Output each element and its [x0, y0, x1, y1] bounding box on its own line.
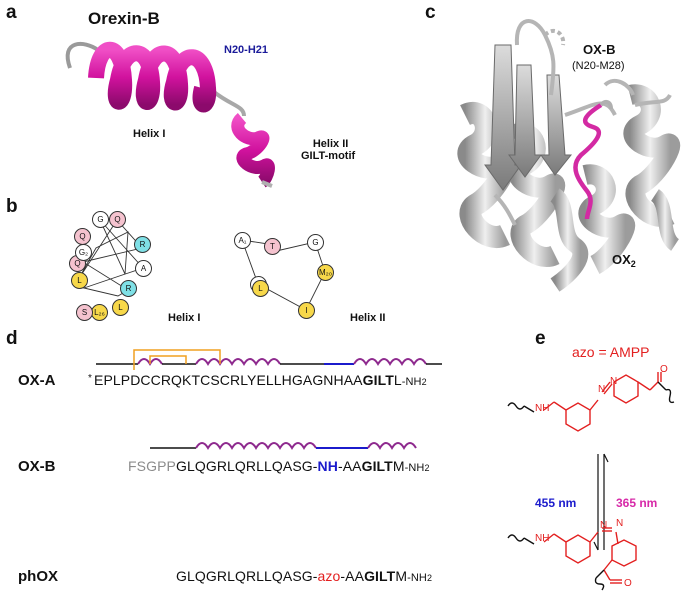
panel-letter-e: e [535, 328, 546, 349]
ox-b-residue-range: (N20-M28) [572, 60, 625, 72]
photoswitch-arrows [593, 453, 609, 551]
wheel2-residue: A₁ [234, 232, 251, 249]
oxa-name: OX-A [18, 372, 56, 389]
ox-b-structure-label: OX-B [583, 42, 616, 57]
trans-nh-label: NH [535, 403, 550, 414]
panel-letter-c: c [425, 2, 436, 23]
wavelength-455: 455 nm [535, 496, 577, 510]
ox2-label: OX2 [612, 252, 636, 269]
orexin-b-title: Orexin-B [88, 9, 160, 28]
panel-letter-d: d [6, 328, 18, 349]
cis-n-label-2: N [616, 518, 624, 529]
oxa-secondary-structure [96, 349, 442, 370]
oxb-sequence: FSGPPGLQGRLQRLLQASG-NH-AAGILTM-NH2 [128, 458, 430, 474]
wavelength-365: 365 nm [616, 496, 658, 510]
wheel2-residue: I [298, 302, 315, 319]
trans-carbonyl-o: O [660, 364, 668, 375]
oxb-name: OX-B [18, 458, 56, 475]
panel-letter-b: b [6, 196, 18, 217]
wheel1-residue: A [135, 260, 152, 277]
oxa-sequence: *EPLPDCCRQKTCSCRLYELLHGAGNHAAGILTL-NH2 [88, 372, 427, 388]
wheel2-label: Helix II [350, 312, 386, 324]
wheel2-residue: L [252, 280, 269, 297]
panel-letter-a: a [6, 2, 17, 23]
wheel1-residue: G [92, 211, 109, 228]
oxb-secondary-structure [150, 442, 417, 450]
cis-n-label-1: N [600, 520, 608, 531]
wheel1-residue: R [134, 236, 151, 253]
azo-ampp-title: azo = AMPP [572, 344, 650, 360]
cis-carbonyl-o: O [624, 578, 632, 589]
phox-sequence: GLQGRLQRLLQASG-azo-AAGILTM-NH2 [176, 568, 433, 584]
trans-n-label-2: N [610, 376, 618, 387]
wheel1-residue: Q [109, 211, 126, 228]
wheel1-residue: R [120, 280, 137, 297]
wheel1-residue: L [112, 299, 129, 316]
cis-ampp-structure [507, 527, 637, 591]
wheel1-residue: S [76, 304, 93, 321]
wheel1-residue: L [71, 272, 88, 289]
cis-nh-label: NH [535, 533, 550, 544]
wheel2-residue: M₂₀ [317, 264, 334, 281]
wheel1-residue: Q [74, 228, 91, 245]
wheel2-residue: T [264, 238, 281, 255]
phox-name: phOX [18, 568, 58, 585]
wheel2-residue: G [307, 234, 324, 251]
helical-wheels [77, 219, 326, 311]
wheel1-residue: L₂₆ [91, 304, 108, 321]
residue-label-n20-h21: N20-H21 [224, 44, 269, 56]
ox2-receptor-structure [455, 5, 685, 295]
helix1-label: Helix I [133, 128, 166, 140]
trans-n-label-1: N [598, 384, 606, 395]
trans-ampp-structure [507, 372, 675, 432]
helix2-label: Helix II GILT-motif [301, 138, 356, 162]
wheel1-label: Helix I [168, 312, 201, 324]
wheel1-residue: G₂ [75, 244, 92, 261]
orexin-b-ribbon [65, 41, 275, 188]
